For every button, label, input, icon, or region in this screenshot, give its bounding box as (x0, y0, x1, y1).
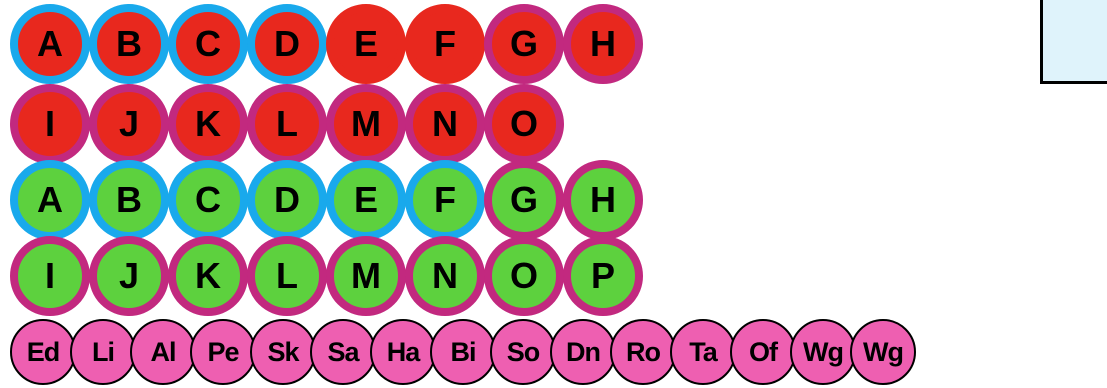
token[interactable]: I (10, 84, 90, 164)
token[interactable]: H (563, 160, 643, 240)
token[interactable]: E (326, 160, 406, 240)
token[interactable]: B (89, 160, 169, 240)
token[interactable]: L (247, 236, 327, 316)
token[interactable]: Li (70, 319, 136, 385)
token[interactable]: Wg (790, 319, 856, 385)
token[interactable]: Dn (550, 319, 616, 385)
token[interactable]: Wg (850, 319, 916, 385)
token[interactable]: M (326, 236, 406, 316)
token[interactable]: F (405, 4, 485, 84)
token[interactable]: A (10, 160, 90, 240)
token[interactable]: Pe (190, 319, 256, 385)
token[interactable]: D (247, 160, 327, 240)
token[interactable]: Ro (610, 319, 676, 385)
token[interactable]: Al (130, 319, 196, 385)
token[interactable]: N (405, 236, 485, 316)
token[interactable]: M (326, 84, 406, 164)
token[interactable]: C (168, 4, 248, 84)
token[interactable]: J (89, 236, 169, 316)
token[interactable]: Of (730, 319, 796, 385)
token[interactable]: O (484, 84, 564, 164)
token[interactable]: N (405, 84, 485, 164)
token[interactable]: Ed (10, 319, 76, 385)
light-blue-panel (1040, 0, 1107, 84)
token[interactable]: Bi (430, 319, 496, 385)
token[interactable]: L (247, 84, 327, 164)
token[interactable]: K (168, 84, 248, 164)
token[interactable]: K (168, 236, 248, 316)
token[interactable]: So (490, 319, 556, 385)
token[interactable]: D (247, 4, 327, 84)
token[interactable]: G (484, 4, 564, 84)
token[interactable]: Sk (250, 319, 316, 385)
token[interactable]: P (563, 236, 643, 316)
token[interactable]: H (563, 4, 643, 84)
token[interactable]: B (89, 4, 169, 84)
token[interactable]: O (484, 236, 564, 316)
token[interactable]: A (10, 4, 90, 84)
token[interactable]: Sa (310, 319, 376, 385)
token[interactable]: E (326, 4, 406, 84)
token[interactable]: F (405, 160, 485, 240)
token[interactable]: J (89, 84, 169, 164)
token[interactable]: C (168, 160, 248, 240)
token[interactable]: Ha (370, 319, 436, 385)
token[interactable]: Ta (670, 319, 736, 385)
token[interactable]: I (10, 236, 90, 316)
token[interactable]: G (484, 160, 564, 240)
